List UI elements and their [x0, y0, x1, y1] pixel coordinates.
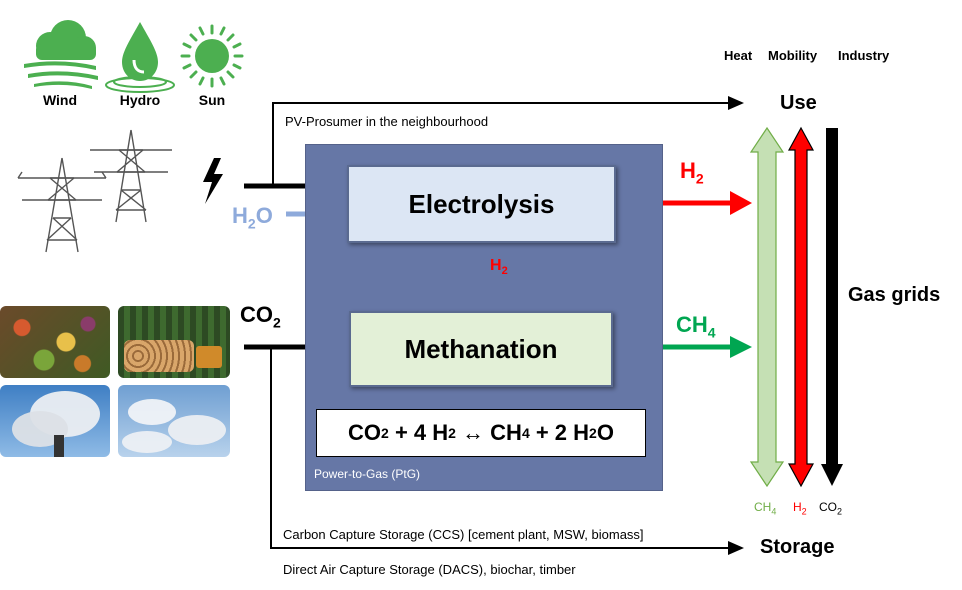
food-waste-image	[0, 306, 110, 378]
h2-grid-bar	[787, 126, 815, 488]
h2-internal-label: H2	[490, 257, 508, 278]
h2-bar-label: H2	[793, 500, 807, 517]
lightning-icon	[203, 158, 223, 204]
dacs-label: Direct Air Capture Storage (DACS), bioch…	[283, 562, 576, 577]
pv-prosumer-line	[272, 102, 728, 186]
h2-output-arrowhead	[730, 191, 752, 215]
ccs-label: Carbon Capture Storage (CCS) [cement pla…	[283, 527, 644, 542]
methanation-label: Methanation	[404, 333, 558, 364]
co2-grid-bar	[821, 128, 843, 486]
co2-bar-label: CO2	[819, 500, 843, 517]
power-to-gas-label: Power-to-Gas (PtG)	[314, 467, 421, 481]
sky-clouds-image	[118, 385, 230, 457]
sun-label: Sun	[198, 92, 226, 108]
pv-prosumer-arrowhead	[728, 96, 744, 110]
h2-output-label: H2	[680, 158, 704, 187]
gas-grids-label: Gas grids	[848, 284, 941, 306]
co2-input-label: CO2	[240, 302, 281, 331]
storage-arrowhead	[728, 541, 744, 555]
pylon-icon	[17, 129, 172, 253]
mobility-label: Mobility	[768, 48, 818, 63]
use-label: Use	[780, 92, 817, 114]
hydro-label: Hydro	[119, 92, 161, 108]
wind-icon	[24, 20, 98, 89]
storage-label: Storage	[760, 536, 835, 558]
heat-label: Heat	[724, 48, 753, 63]
storage-line	[270, 347, 728, 549]
wind-label: Wind	[42, 92, 78, 108]
methanation-box: Methanation	[349, 311, 613, 387]
ch4-grid-bar	[749, 126, 785, 488]
timber-image	[118, 306, 230, 378]
ch4-bar-label: CH4	[754, 500, 777, 517]
chimney-smoke-image	[0, 385, 110, 457]
ch4-output-label: CH4	[676, 312, 716, 341]
electrolysis-box: Electrolysis	[347, 165, 616, 243]
pv-prosumer-label: PV-Prosumer in the neighbourhood	[285, 114, 489, 129]
industry-label: Industry	[838, 48, 890, 63]
drop-icon	[105, 22, 175, 93]
ch4-output-arrowhead	[730, 336, 752, 358]
h2o-label: H2O	[232, 203, 273, 232]
electrolysis-label: Electrolysis	[408, 188, 555, 219]
sun-icon	[180, 24, 244, 88]
